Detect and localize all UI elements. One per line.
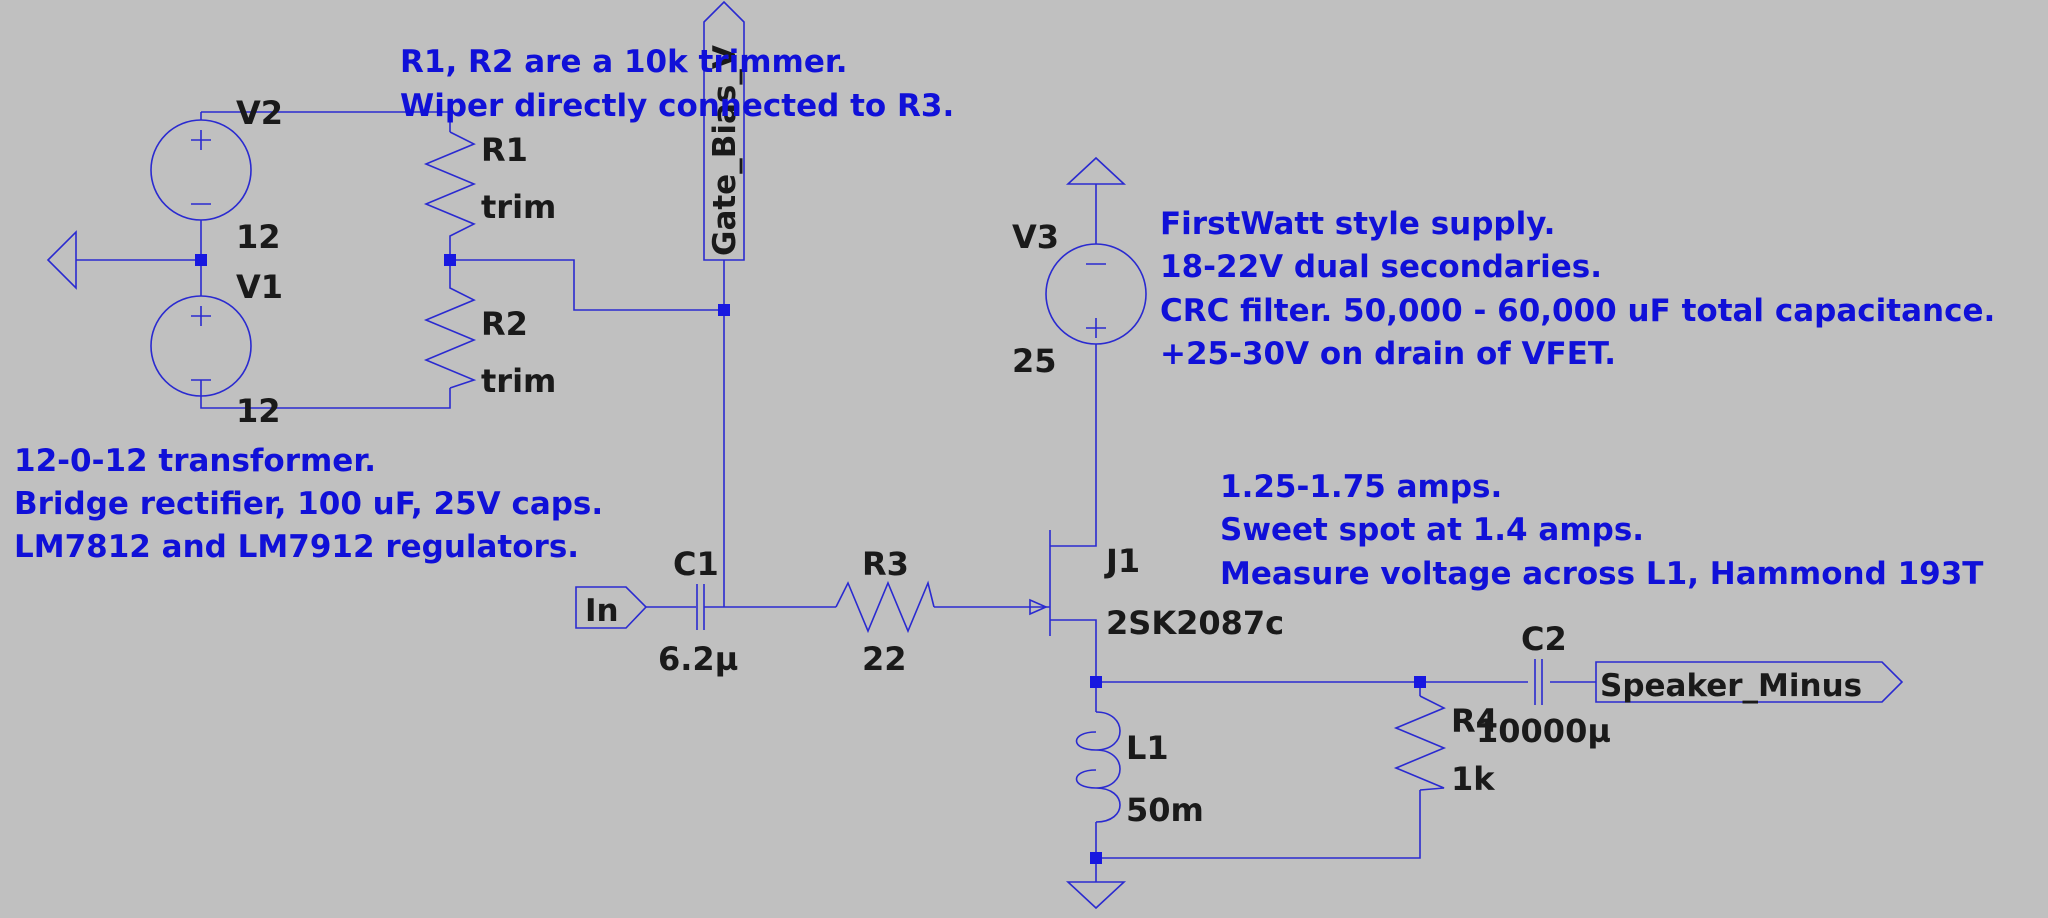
speaker-minus-text: Speaker_Minus: [1600, 668, 1862, 704]
capacitor-c2[interactable]: C2 10000µ: [1476, 620, 1611, 750]
v3-value: 25: [1012, 342, 1057, 380]
r3-name: R3: [862, 545, 909, 583]
r2-zigzag-icon: [423, 260, 477, 389]
r2-value: trim: [481, 362, 556, 400]
wire-v2-top: [201, 111, 451, 132]
v1-name: V1: [236, 268, 283, 306]
v1-plus-icon: [191, 306, 211, 326]
note-line: LM7812 and LM7912 regulators.: [14, 529, 579, 565]
in-flag-shape: [575, 586, 648, 629]
capacitor-c1[interactable]: C1 6.2µ: [646, 545, 738, 678]
c1-plates-icon: [696, 584, 705, 630]
resistor-r1[interactable]: R1 trim: [423, 131, 556, 260]
resistor-r4[interactable]: R4 1k: [1393, 695, 1498, 798]
junction-dot: [1090, 676, 1102, 688]
net-label-speaker-minus[interactable]: Speaker_Minus: [1595, 661, 1904, 704]
l1-coil-icon: [1075, 711, 1121, 823]
c2-value: 10000µ: [1476, 712, 1611, 750]
junction-dot: [718, 304, 730, 316]
v1-value: 12: [236, 392, 281, 430]
note-supply: FirstWatt style supply. 18-22V dual seco…: [1160, 206, 1995, 372]
v3-name: V3: [1012, 218, 1059, 256]
junction-dot: [195, 254, 207, 266]
r4-zigzag-icon: [1393, 695, 1447, 791]
resistor-r3[interactable]: R3 22: [835, 545, 935, 678]
wire-v3-drain: [1050, 344, 1097, 547]
r4-value: 1k: [1451, 760, 1495, 798]
wire-v1-bottom: [200, 380, 451, 409]
note-line: 1.25-1.75 amps.: [1220, 469, 1502, 505]
r1-value: trim: [481, 188, 556, 226]
net-label-gate-bias[interactable]: Gate_Bias_V: [703, 0, 745, 261]
ground-bottom-icon: [1065, 881, 1127, 910]
resistor-r2[interactable]: R2 trim: [423, 260, 556, 400]
junction-dot: [444, 254, 456, 266]
v2-plus-icon: [191, 130, 211, 150]
junction-dot: [1414, 676, 1426, 688]
v2-name: V2: [236, 94, 283, 132]
transistor-j1[interactable]: J1 2SK2087c: [1029, 530, 1284, 642]
r3-zigzag-icon: [835, 580, 935, 634]
note-line: 12-0-12 transformer.: [14, 443, 376, 479]
l1-value: 50m: [1126, 791, 1204, 829]
net-label-in[interactable]: In: [575, 586, 648, 629]
note-line: FirstWatt style supply.: [1160, 206, 1555, 242]
c1-name: C1: [673, 545, 719, 583]
note-trimmer: R1, R2 are a 10k trimmer. Wiper directly…: [400, 44, 954, 124]
junction-dots: [195, 254, 1426, 864]
c2-name: C2: [1521, 620, 1567, 658]
r2-name: R2: [481, 305, 528, 343]
note-line: 18-22V dual secondaries.: [1160, 249, 1602, 285]
j1-value: 2SK2087c: [1106, 604, 1284, 642]
note-transformer: 12-0-12 transformer. Bridge rectifier, 1…: [14, 443, 603, 565]
supply-arrow-icon: [1065, 156, 1127, 185]
r3-value: 22: [862, 640, 907, 678]
l1-name: L1: [1126, 729, 1169, 767]
junction-dot: [1090, 852, 1102, 864]
in-text: In: [585, 593, 619, 629]
ground-left-icon: [46, 230, 77, 290]
v2-value: 12: [236, 218, 281, 256]
v1-circle-icon: [150, 295, 252, 397]
inductor-l1[interactable]: L1 50m: [1075, 711, 1204, 829]
note-line: Wiper directly connected to R3.: [400, 88, 954, 124]
c2-plates-icon: [1534, 659, 1543, 705]
c1-value: 6.2µ: [658, 640, 738, 678]
note-line: Measure voltage across L1, Hammond 193T: [1220, 556, 1983, 592]
gate-bias-text: Gate_Bias_V: [707, 45, 743, 256]
note-line: +25-30V on drain of VFET.: [1160, 336, 1616, 372]
j1-arrow-icon: [1029, 598, 1048, 616]
note-line: Sweet spot at 1.4 amps.: [1220, 512, 1644, 548]
v3-circle-icon: [1045, 243, 1147, 345]
note-line: CRC filter. 50,000 - 60,000 uF total cap…: [1160, 293, 1995, 329]
j1-name: J1: [1104, 542, 1140, 580]
note-line: R1, R2 are a 10k trimmer.: [400, 44, 848, 80]
voltage-source-v2[interactable]: V2 12: [150, 94, 283, 260]
wire-l1-bottom: [1095, 790, 1421, 859]
speaker-flag-shape: [1595, 661, 1904, 703]
note-line: Bridge rectifier, 100 uF, 25V caps.: [14, 486, 603, 522]
r1-zigzag-icon: [423, 131, 477, 260]
v3-plus-icon: [1086, 318, 1106, 338]
note-bias: 1.25-1.75 amps. Sweet spot at 1.4 amps. …: [1220, 469, 1983, 592]
wire-wiper: [450, 259, 724, 311]
gate-bias-flag-shape: [703, 0, 745, 261]
wire-source: [1050, 619, 1097, 682]
r4-name: R4: [1451, 702, 1498, 740]
voltage-source-v1[interactable]: V1 12: [150, 260, 283, 430]
voltage-source-v3[interactable]: V3 25: [1012, 218, 1147, 380]
r1-name: R1: [481, 131, 528, 169]
